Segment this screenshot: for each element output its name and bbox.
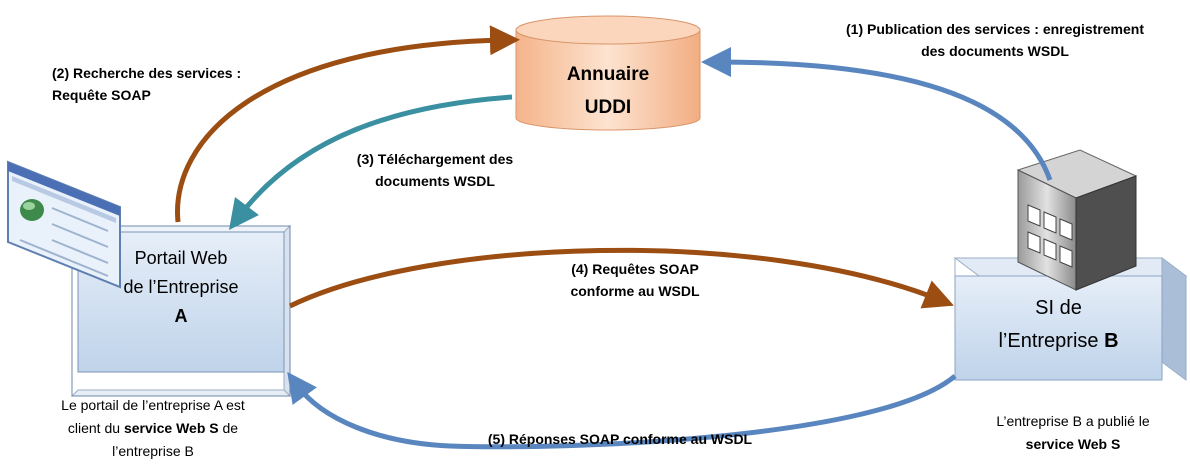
edge-2-arrow: [175, 25, 520, 223]
edge-2-label-line1: (2) Recherche des services :: [52, 65, 242, 81]
edge-4-arrow: [288, 247, 954, 309]
si-box: [953, 257, 1188, 381]
portal-caption-line2-post: de: [218, 420, 239, 436]
edge-3-label-line2: documents WSDL: [375, 173, 495, 189]
si-caption-line1: L’entreprise B a publié le: [996, 413, 1150, 429]
portal-label: Portail Web de l’Entreprise A: [78, 244, 284, 331]
si-caption: L’entreprise B a publié le service Web S: [968, 410, 1178, 456]
edge-4-label: (4) Requêtes SOAP conforme au WSDL: [540, 258, 730, 302]
si-label-line2-prefix: l’Entreprise: [998, 330, 1105, 352]
edge-2-label: (2) Recherche des services : Requête SOA…: [52, 62, 241, 106]
si-label-line2-bold: B: [1104, 330, 1119, 352]
building-icon: [1016, 149, 1138, 291]
uddi-label-line1: Annuaire: [566, 64, 650, 85]
uddi-label-line2: UDDI: [584, 97, 632, 118]
si-label-line1: SI de: [1035, 297, 1082, 319]
si-label: SI de l’Entreprise B: [955, 292, 1162, 358]
portal-label-line2: de l’Entreprise: [123, 277, 239, 297]
portal-caption-line2-pre: client du: [67, 420, 124, 436]
edge-5-label: (5) Réponses SOAP conforme au WSDL: [450, 428, 790, 450]
edge-1-label: (1) Publication des services : enregistr…: [808, 18, 1182, 62]
si-caption-line2: service Web S: [1025, 436, 1121, 452]
uddi-label: Annuaire UDDI: [516, 58, 700, 124]
portal-caption-line3: l’entreprise B: [112, 443, 194, 459]
edge-3-arrow: [229, 94, 513, 231]
portal-label-line1: Portail Web: [134, 248, 228, 268]
edge-4-label-line2: conforme au WSDL: [570, 283, 700, 299]
portal-caption-line2: client du service Web S de: [18, 417, 288, 440]
edge-3-label-line1: (3) Téléchargement des: [356, 151, 514, 167]
portal-caption: Le portail de l’entreprise A est client …: [18, 394, 288, 463]
portal-caption-line1: Le portail de l’entreprise A est: [61, 397, 245, 413]
portal-box: [70, 224, 292, 398]
edge-3-label: (3) Téléchargement des documents WSDL: [330, 148, 540, 192]
edge-1-arrow: [701, 47, 1053, 181]
portal-label-line3: A: [174, 306, 188, 326]
si-label-line2: l’Entreprise B: [955, 325, 1162, 358]
browser-window-icon: [7, 160, 121, 289]
edge-5-label-line1: (5) Réponses SOAP conforme au WSDL: [487, 431, 753, 447]
portal-caption-line2-bold: service Web S: [123, 420, 219, 436]
edge-1-label-line1: (1) Publication des services : enregistr…: [846, 21, 1144, 37]
edge-1-label-line2: des documents WSDL: [921, 43, 1069, 59]
edge-5-arrow: [287, 371, 957, 450]
edge-4-label-line1: (4) Requêtes SOAP: [571, 261, 699, 277]
edge-2-label-line2: Requête SOAP: [52, 87, 151, 103]
uddi-cylinder: [515, 15, 701, 131]
